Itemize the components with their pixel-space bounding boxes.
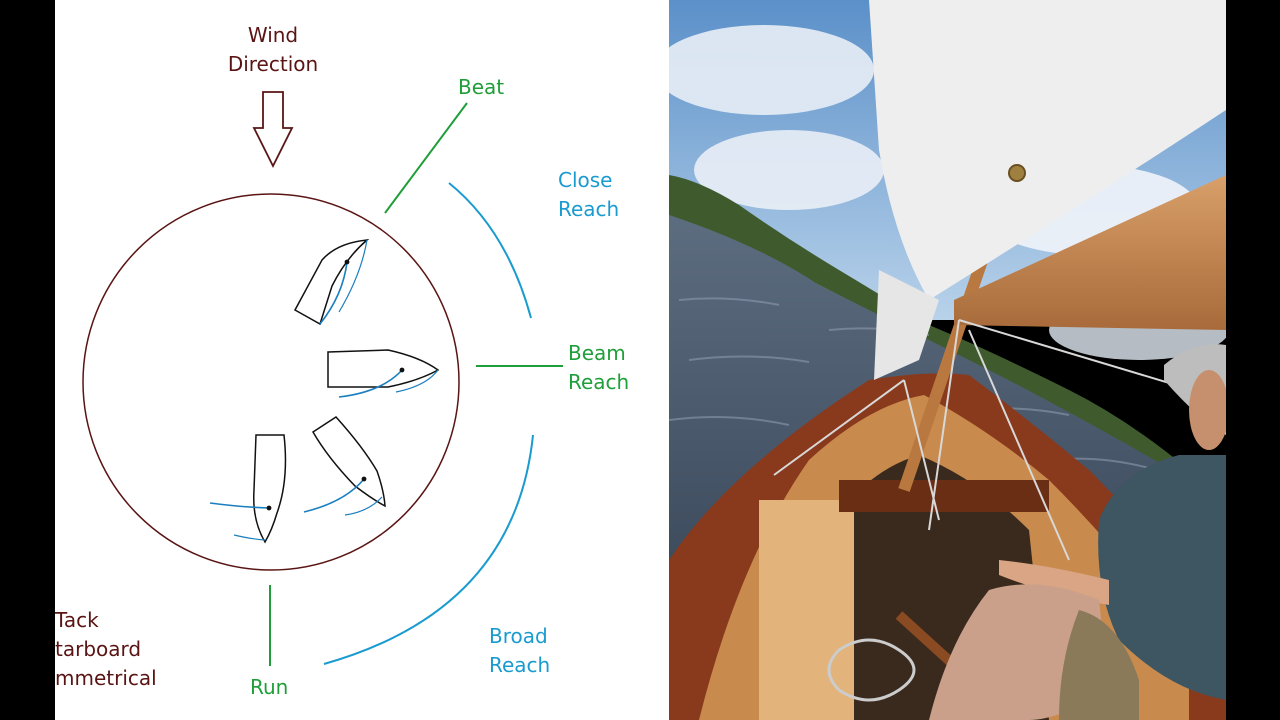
wind-arrow-icon xyxy=(252,91,294,169)
broad-reach-arc xyxy=(323,434,534,665)
wind-label: Wind Direction xyxy=(223,21,323,79)
cloud xyxy=(669,25,874,115)
lower-sail xyxy=(874,270,939,380)
legend-line-3: mmetrical xyxy=(55,666,157,690)
mast xyxy=(898,238,995,492)
beat-line xyxy=(384,102,468,214)
legend-text: Tack tarboard mmetrical xyxy=(55,606,157,693)
wind-label-line2: Direction xyxy=(227,52,319,76)
boat-broad-reach xyxy=(303,416,386,516)
wind-label-line1: Wind xyxy=(247,23,299,47)
broad-reach-label: Broad Reach xyxy=(489,624,551,677)
sailor-shirt xyxy=(1098,455,1226,700)
points-of-sail-diagram: Wind Direction Beat Close Reach Beam Rea… xyxy=(55,0,669,720)
photo-illustration xyxy=(669,0,1226,720)
cockpit-bench xyxy=(839,480,1049,512)
sailor-shorts xyxy=(1059,610,1139,720)
boat-run xyxy=(209,434,287,544)
mainsail xyxy=(869,0,1226,300)
close-reach-arc xyxy=(448,182,532,319)
thwart-seat xyxy=(759,500,854,720)
rigging-lines xyxy=(773,319,1226,561)
boat-close-hauled xyxy=(293,239,370,326)
cloud xyxy=(694,130,884,210)
legend-line-1: Tack xyxy=(55,608,99,632)
sail-grommet xyxy=(1008,164,1026,182)
right-letterbox xyxy=(1226,0,1280,720)
beat-label: Beat xyxy=(458,75,505,99)
sailing-circle xyxy=(82,193,460,571)
sailor-face xyxy=(1189,370,1226,450)
sailboat-cockpit-photo xyxy=(669,0,1226,720)
left-letterbox xyxy=(0,0,55,720)
coiled-rope xyxy=(827,638,916,702)
legend-line-2: tarboard xyxy=(55,637,142,661)
run-label: Run xyxy=(250,675,289,699)
boom xyxy=(954,175,1226,330)
beam-reach-label: Beam Reach xyxy=(568,341,630,394)
boat-beam-reach xyxy=(327,349,440,398)
diagram-canvas xyxy=(82,91,563,666)
close-reach-label: Close Reach xyxy=(558,168,620,221)
